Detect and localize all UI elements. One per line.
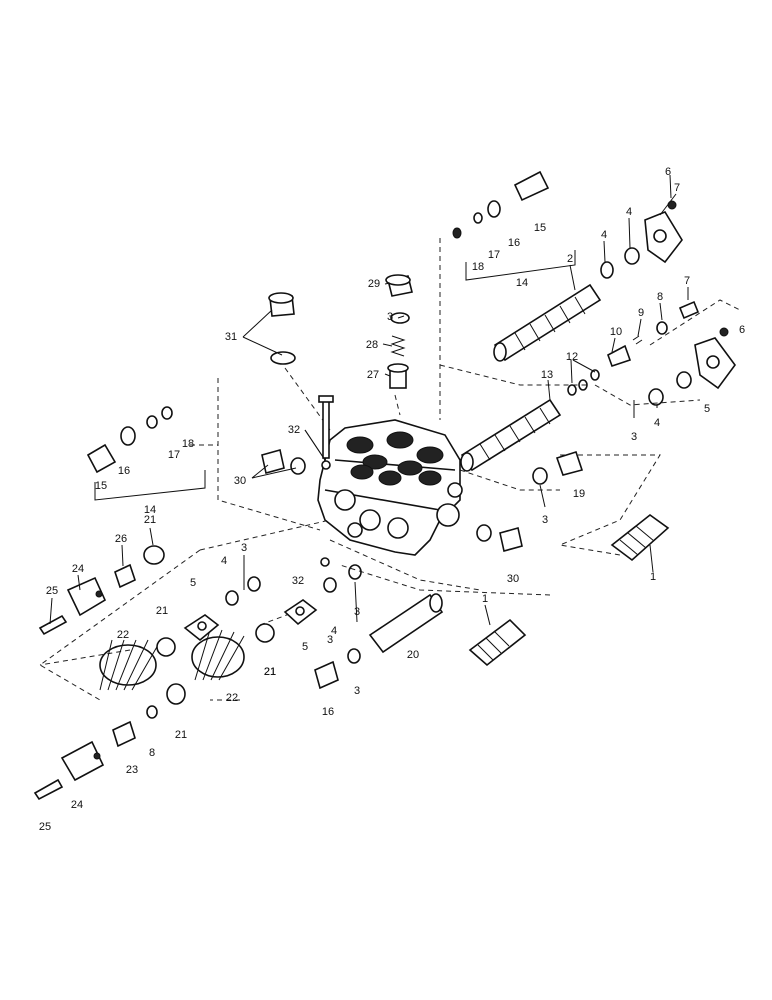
callout-13: 13	[541, 369, 553, 381]
callout-21: 21	[264, 666, 276, 678]
callout-3: 3	[327, 634, 333, 646]
callout-7: 7	[674, 182, 680, 194]
callout-30: 30	[234, 475, 246, 487]
plug-19	[532, 451, 584, 485]
plug-31	[268, 292, 296, 365]
callout-6: 6	[665, 166, 671, 178]
callout-6: 6	[739, 324, 745, 336]
seals-12	[567, 369, 600, 396]
callout-4: 4	[601, 229, 607, 241]
cap-24-lower	[33, 683, 186, 801]
rod-20	[368, 593, 444, 654]
plug-30-right	[476, 524, 523, 552]
callout-12: 12	[566, 351, 578, 363]
callout-26: 26	[115, 533, 127, 545]
flange-5-left	[183, 576, 261, 642]
callout-16: 16	[118, 465, 130, 477]
callout-24: 24	[71, 799, 83, 811]
spring-28	[390, 335, 406, 357]
callout-9: 9	[638, 307, 644, 319]
callout-labels: 1 1 2 3 3 3 3 3 3 3 4 4 4 4 4 5 5 5 6 6 …	[39, 166, 745, 833]
callout-14: 14	[516, 277, 528, 289]
callout-16: 16	[508, 237, 520, 249]
callout-3: 3	[241, 542, 247, 554]
callout-22: 22	[226, 692, 238, 704]
flange-5-right	[648, 327, 736, 406]
callout-17: 17	[168, 449, 180, 461]
callout-3: 3	[354, 685, 360, 697]
callout-21: 21	[264, 666, 276, 678]
callout-3: 3	[387, 311, 393, 323]
callout-5: 5	[190, 577, 196, 589]
cartridge-15-left	[86, 406, 206, 501]
flange-5-top	[600, 200, 683, 279]
callout-10: 10	[610, 326, 622, 338]
callout-15: 15	[95, 480, 107, 492]
callout-3: 3	[631, 431, 637, 443]
callout-1: 1	[650, 571, 656, 583]
callout-4: 4	[331, 625, 337, 637]
callout-16: 16	[322, 706, 334, 718]
callout-30: 30	[507, 573, 519, 585]
spool-2	[493, 283, 602, 362]
plug-30-left	[261, 449, 306, 475]
callout-25: 25	[46, 585, 58, 597]
cap-24-upper	[38, 545, 165, 636]
cap-29	[385, 274, 413, 297]
cartridge-15-top	[452, 170, 576, 281]
callout-4: 4	[654, 417, 660, 429]
spring-22-lower	[191, 623, 275, 681]
flange-5-middle	[283, 564, 362, 626]
callout-8: 8	[657, 291, 663, 303]
callout-18: 18	[472, 261, 484, 273]
callout-25: 25	[39, 821, 51, 833]
callout-17: 17	[488, 249, 500, 261]
valve-body	[317, 419, 463, 556]
callout-21: 21	[175, 729, 187, 741]
plug-16-lower	[314, 648, 361, 690]
callout-5: 5	[704, 403, 710, 415]
callout-5: 5	[302, 641, 308, 653]
callout-14: 14	[144, 504, 156, 516]
callout-27: 27	[367, 369, 379, 381]
spool-13	[460, 398, 562, 472]
callout-4: 4	[221, 555, 227, 567]
callout-32: 32	[288, 424, 300, 436]
callout-2: 2	[567, 253, 573, 265]
relief-valve-lower	[468, 618, 527, 667]
callout-19: 19	[573, 488, 585, 500]
callout-20: 20	[407, 649, 419, 661]
leader-lines	[49, 174, 689, 626]
valve-body-ports	[334, 431, 463, 539]
callout-23: 23	[126, 764, 138, 776]
callout-3: 3	[354, 606, 360, 618]
callout-1: 1	[482, 593, 488, 605]
poppet-10	[607, 335, 643, 368]
spring-22-upper	[99, 637, 176, 691]
callout-21: 21	[144, 514, 156, 526]
poppet-27	[387, 363, 409, 389]
callout-21: 21	[156, 605, 168, 617]
callout-31: 31	[225, 331, 237, 343]
callout-7: 7	[684, 275, 690, 287]
bolt-32	[318, 395, 334, 567]
callout-22: 22	[117, 629, 129, 641]
callout-28: 28	[366, 339, 378, 351]
callout-24: 24	[72, 563, 84, 575]
relief-valve-right	[610, 513, 670, 562]
fitting-7	[656, 300, 700, 335]
seal-3-top	[390, 312, 410, 324]
callout-18: 18	[182, 438, 194, 450]
callout-29: 29	[368, 278, 380, 290]
callout-8: 8	[149, 747, 155, 759]
callout-15: 15	[534, 222, 546, 234]
callout-4: 4	[626, 206, 632, 218]
callout-3: 3	[542, 514, 548, 526]
callout-32: 32	[292, 575, 304, 587]
